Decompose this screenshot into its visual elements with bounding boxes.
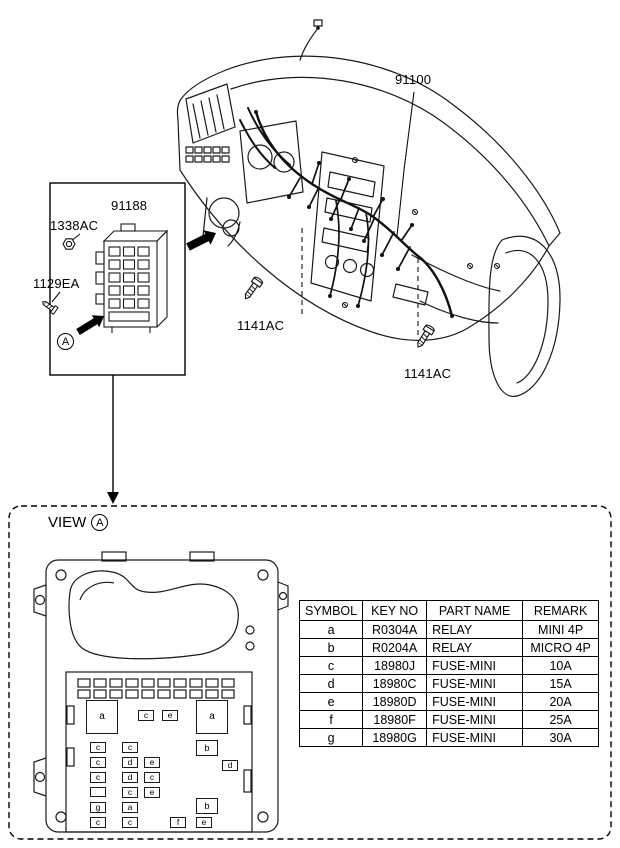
- table-cell: FUSE-MINI: [426, 692, 524, 711]
- table-cell: 18980D: [362, 692, 428, 711]
- fuse-cell: b: [196, 798, 218, 814]
- fuse-cell: c: [122, 742, 138, 753]
- fuse-cell: e: [144, 787, 160, 798]
- leader-lines: [51, 91, 419, 336]
- fusebox-blank-cell: [90, 787, 106, 797]
- view-title: VIEW A: [48, 514, 109, 531]
- fuse-cell: c: [144, 772, 160, 783]
- table-cell: MICRO 4P: [522, 638, 600, 657]
- part-label-91100: 91100: [395, 72, 432, 87]
- part-label-1129ea: 1129EA: [33, 276, 80, 291]
- screw-icon: [41, 300, 59, 315]
- table-cell: d: [298, 674, 364, 693]
- view-letter-badge: A: [91, 514, 109, 531]
- table-header-symbol: SYMBOL: [298, 600, 364, 621]
- table-row: c 18980J FUSE-MINI 10A: [298, 656, 600, 675]
- fuse-cell: d: [122, 772, 138, 783]
- table-row: g 18980G FUSE-MINI 30A: [298, 728, 600, 747]
- fuse-cell: c: [122, 787, 138, 798]
- table-cell: 18980J: [362, 656, 428, 675]
- fuse-cell: c: [122, 817, 138, 828]
- table-cell: MINI 4P: [522, 620, 600, 639]
- detail-callout-box: [49, 182, 186, 376]
- table-cell: e: [298, 692, 364, 711]
- fusebox-outline-drawing: [33, 551, 289, 833]
- fuse-cell: e: [144, 757, 160, 768]
- fuse-cell: a: [196, 700, 228, 734]
- table-cell: R0204A: [362, 638, 428, 657]
- table-cell: 15A: [522, 674, 600, 693]
- table-cell: 30A: [522, 728, 600, 747]
- parts-table: SYMBOL KEY NO PART NAME REMARK a R0304A …: [298, 600, 600, 747]
- fuse-cell: c: [138, 710, 154, 721]
- table-cell: FUSE-MINI: [426, 710, 524, 729]
- table-cell: 25A: [522, 710, 600, 729]
- fuse-cell: b: [196, 740, 218, 756]
- fuse-cell: a: [86, 700, 118, 734]
- bolt-icon-right: [417, 324, 435, 348]
- detail-pointer-arrow: [76, 315, 104, 335]
- harness-connectors: [254, 26, 454, 318]
- table-header-partname: PART NAME: [426, 600, 524, 621]
- table-header-row: SYMBOL KEY NO PART NAME REMARK: [298, 600, 600, 621]
- detail-letter-badge: A: [57, 333, 74, 350]
- fuse-cell: c: [90, 757, 106, 768]
- fuse-cell: c: [90, 817, 106, 828]
- fuse-cell: e: [162, 710, 178, 721]
- table-cell: 18980F: [362, 710, 428, 729]
- table-header-keyno: KEY NO: [362, 600, 428, 621]
- fuse-cell: a: [122, 802, 138, 813]
- bolt-icon-left: [244, 276, 264, 300]
- nut-icon: [62, 238, 76, 250]
- table-row: b R0204A RELAY MICRO 4P: [298, 638, 600, 657]
- fuse-cell: f: [170, 817, 186, 828]
- part-label-91188: 91188: [111, 198, 148, 213]
- fuse-cell: d: [122, 757, 138, 768]
- small-bolt-icons: [342, 157, 500, 308]
- table-cell: g: [298, 728, 364, 747]
- table-cell: 18980G: [362, 728, 428, 747]
- table-cell: b: [298, 638, 364, 657]
- part-label-1338ac: 1338AC: [50, 218, 99, 233]
- fuse-cell: c: [90, 742, 106, 753]
- fuse-cell: g: [90, 802, 106, 813]
- table-row: f 18980F FUSE-MINI 25A: [298, 710, 600, 729]
- wiring-harness: [239, 107, 454, 318]
- table-cell: FUSE-MINI: [426, 656, 524, 675]
- fuse-cell: e: [196, 817, 212, 828]
- view-title-text: VIEW: [48, 514, 87, 531]
- table-cell: FUSE-MINI: [426, 674, 524, 693]
- table-cell: a: [298, 620, 364, 639]
- table-cell: 18980C: [362, 674, 428, 693]
- main-pointer-arrow: [186, 230, 216, 251]
- table-cell: RELAY: [426, 620, 524, 639]
- table-header-remark: REMARK: [522, 600, 600, 621]
- table-cell: 10A: [522, 656, 600, 675]
- dashboard-drawing: [176, 19, 561, 397]
- part-label-1141ac-1: 1141AC: [237, 318, 285, 333]
- fuse-cell: d: [222, 760, 238, 771]
- table-cell: 20A: [522, 692, 600, 711]
- view-reference-arrow: [107, 375, 119, 504]
- part-91188-drawing: [95, 223, 169, 333]
- table-row: e 18980D FUSE-MINI 20A: [298, 692, 600, 711]
- table-cell: c: [298, 656, 364, 675]
- table-cell: RELAY: [426, 638, 524, 657]
- table-cell: R0304A: [362, 620, 428, 639]
- table-row: a R0304A RELAY MINI 4P: [298, 620, 600, 639]
- table-cell: f: [298, 710, 364, 729]
- fuse-cell: c: [90, 772, 106, 783]
- view-dashed-border: [8, 505, 612, 840]
- part-label-1141ac-2: 1141AC: [404, 366, 452, 381]
- table-cell: FUSE-MINI: [426, 728, 524, 747]
- table-row: d 18980C FUSE-MINI 15A: [298, 674, 600, 693]
